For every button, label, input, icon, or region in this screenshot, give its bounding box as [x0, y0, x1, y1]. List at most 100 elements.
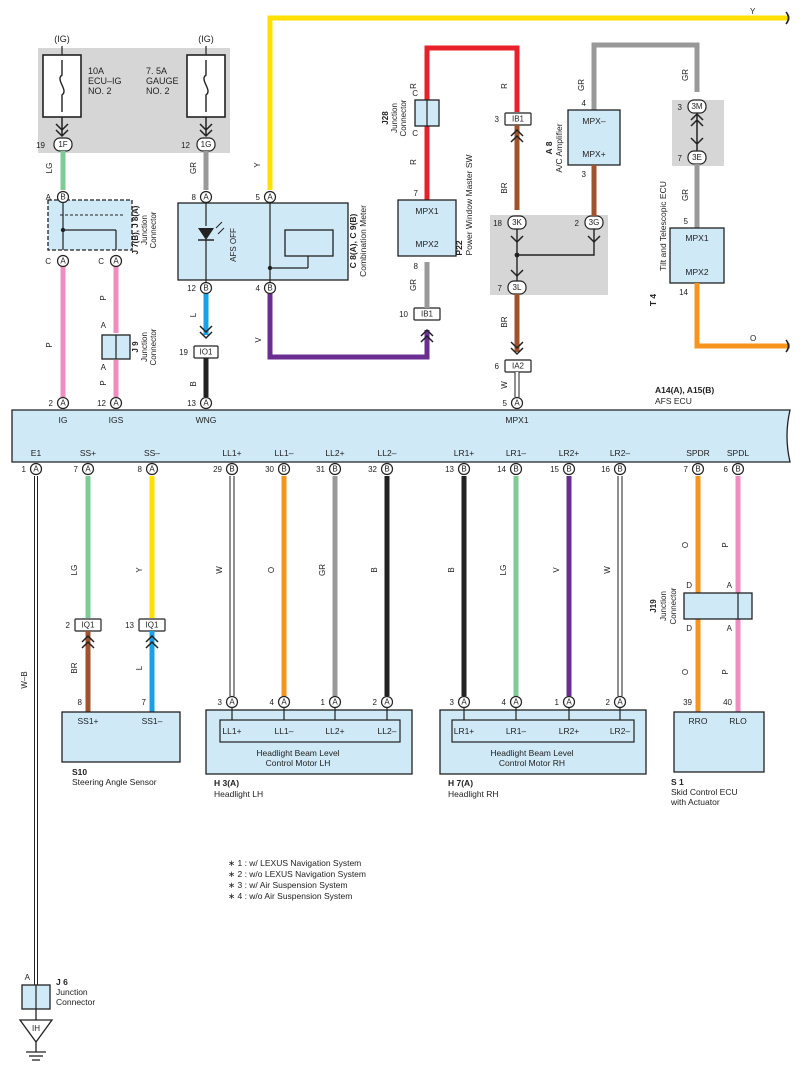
note-4: ∗ 4 : w/o Air Suspension System [228, 891, 352, 901]
ecu-bottom-6-pin-number: 32 [368, 465, 377, 474]
pw-mpx2: MPX2 [415, 239, 438, 249]
skid-id: S 1 [671, 777, 684, 787]
wire-label-o-tilt: O [750, 334, 756, 343]
svg-text:D: D [686, 624, 692, 633]
ecu-top-mpx1-conn: A [514, 399, 520, 408]
ecu-bottom-5-pin-number: 31 [316, 465, 325, 474]
svg-text:7: 7 [678, 154, 683, 163]
hl-rh-label-0: LR1+ [454, 726, 475, 736]
tilt-name: Tilt and Telescopic ECU [658, 181, 668, 271]
svg-text:A: A [727, 624, 733, 633]
svg-text:2: 2 [575, 219, 580, 228]
hl-rh-label-3: LR2– [610, 726, 631, 736]
ecu-bottom-12-pin-number: 6 [724, 465, 729, 474]
ecu-bottom-4-conn: B [281, 465, 286, 474]
svg-text:LG: LG [499, 565, 508, 576]
afs-ecu [11, 409, 791, 463]
wire-label-r3: R [500, 83, 509, 89]
ss-label-2: SS1– [142, 716, 163, 726]
ground-ih-label: IH [32, 1024, 40, 1033]
wire-label-gr-amp2: GR [681, 69, 690, 81]
j28-name2: Connector [399, 99, 408, 136]
hl-rh-3-pin-number: 2 [606, 698, 611, 707]
skid-pin-2: 40 [723, 698, 732, 707]
ecu-bottom-label-8: LR1– [506, 448, 527, 458]
ecu-bottom-11-pin-number: 7 [684, 465, 689, 474]
j19-id: J19 [649, 599, 658, 613]
ecu-bottom-2-pin-number: 8 [138, 465, 143, 474]
svg-text:P: P [721, 669, 730, 674]
ac-name: A/C Amplifier [554, 123, 564, 172]
wire-label-br2: BR [500, 316, 509, 327]
svg-text:A: A [101, 321, 107, 330]
wire-label-p3: P [99, 380, 108, 385]
skid-control-ecu [673, 711, 765, 773]
ss-id: S10 [72, 767, 87, 777]
j19-name2: Connector [669, 587, 678, 624]
afs-ecu-name: AFS ECU [655, 396, 692, 406]
svg-text:A: A [203, 193, 209, 202]
ecu-bottom-5-conn: B [332, 465, 337, 474]
conn-iq1-a-pin: 2 [66, 621, 71, 630]
ecu-top-wng-pin-number: 13 [187, 399, 196, 408]
fuse-left-name2: NO. 2 [88, 86, 112, 96]
hl-rh-2-conn: A [566, 698, 572, 707]
tilt-telescopic-ecu [669, 227, 725, 284]
fuse-left-name1: ECU–IG [88, 76, 122, 86]
wire-label-wb: W–B [20, 671, 29, 688]
j7j8-id: J 7(B), J 8(A) [131, 205, 140, 254]
svg-text:GR: GR [318, 564, 327, 576]
ecu-bottom-3-conn: B [229, 465, 234, 474]
ac-id: A 8 [544, 141, 554, 154]
hl-rh-3-pin-circle [613, 695, 627, 709]
ac-mpxm: MPX– [582, 116, 605, 126]
hl-lh-1-pin-number: 4 [270, 698, 275, 707]
skid-name1: Skid Control ECU [671, 787, 738, 797]
hl-rh-2-pin-number: 1 [555, 698, 560, 707]
ecu-bottom-0-pin-circle [29, 462, 43, 476]
conn-3e: 3E [692, 153, 702, 162]
ecu-bottom-label-3: LL1+ [222, 448, 241, 458]
svg-text:B: B [447, 567, 456, 572]
ecu-bottom-11-pin-circle [691, 462, 705, 476]
hl-rh-2-pin-circle [562, 695, 576, 709]
svg-text:10: 10 [399, 310, 408, 319]
wire-label-y-top: Y [750, 7, 756, 16]
conn-iq1-b: IQ1 [146, 621, 159, 630]
ecu-bottom-4-pin-number: 30 [265, 465, 274, 474]
hl-rh-1-pin-circle [509, 695, 523, 709]
wire-label-w1: W [500, 381, 509, 389]
ecu-top-ig-pin-circle [56, 396, 70, 410]
combination-meter-name: Combination Meter [358, 205, 368, 277]
hl-rh-name: Headlight RH [448, 789, 499, 799]
j28-name1: Junction [390, 103, 399, 133]
svg-text:A: A [267, 193, 273, 202]
hl-rh-0-conn: A [461, 698, 467, 707]
j9-id: J 9 [131, 341, 140, 353]
j6-name1: Junction [56, 987, 88, 997]
ecu-bottom-10-pin-circle [613, 462, 627, 476]
svg-text:W: W [215, 566, 224, 574]
ecu-bottom-0-conn: A [33, 465, 39, 474]
ecu-bottom-5-pin-circle [328, 462, 342, 476]
skid-name2: with Actuator [670, 797, 720, 807]
ecu-bottom-9-pin-circle [562, 462, 576, 476]
fuse-right-amp: 7. 5A [146, 66, 167, 76]
ecu-top-wng-conn: A [203, 399, 209, 408]
conn-3l: 3L [513, 283, 522, 292]
ecu-bottom-label-12: SPDL [727, 448, 749, 458]
afs-off-indicator: AFS OFF [229, 228, 238, 262]
pw-name: Power Window Master SW [464, 154, 474, 255]
power-window-master-sw [397, 199, 457, 257]
svg-text:D: D [686, 581, 692, 590]
hl-lh-0-conn: A [229, 698, 235, 707]
pw-mpx1: MPX1 [415, 206, 438, 216]
ecu-bottom-label-4: LL1– [275, 448, 294, 458]
j7j8-name2: Connector [149, 211, 158, 248]
fuse-right-pin: 12 [181, 141, 190, 150]
ecu-top-igs-conn: A [113, 399, 119, 408]
ecu-bottom-8-conn: B [513, 465, 518, 474]
ss-pin-1: 8 [78, 698, 83, 707]
